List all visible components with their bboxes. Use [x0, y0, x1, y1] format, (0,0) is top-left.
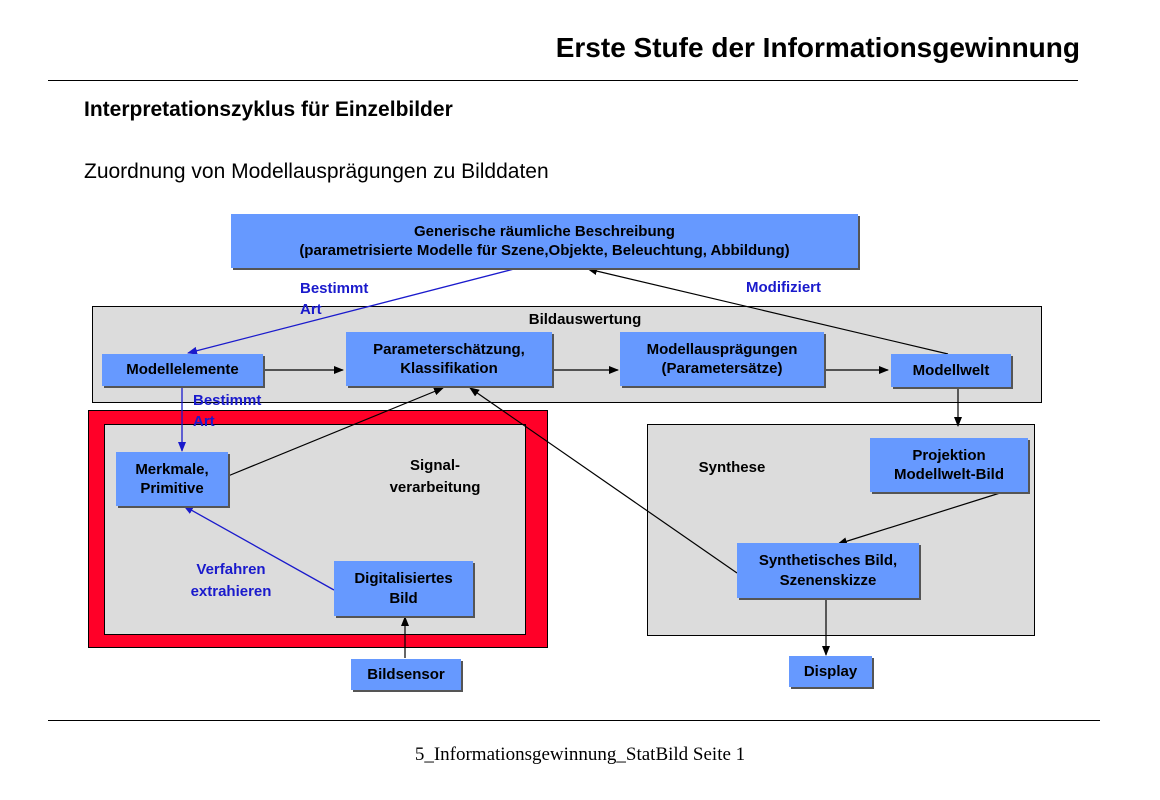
modifiziert-label: Modifiziert [746, 279, 821, 296]
projektion-box: Projektion Modellwelt-Bild [870, 438, 1028, 492]
arrow-modellwelt-to-generic [587, 267, 949, 355]
merkmale-box: Merkmale, Primitive [116, 452, 228, 506]
arrow-merkmale-to-parameter [227, 387, 444, 477]
section-subtitle: Interpretationszyklus für Einzelbilder [84, 98, 453, 121]
footer-divider [48, 720, 1100, 721]
synthetisches-bild-box: Synthetisches Bild, Szenenskizze [737, 543, 919, 598]
bestimmt-art-label-left: Bestimmt Art [193, 392, 262, 430]
arrow-synthetisches-to-parameter [469, 387, 738, 574]
modellelemente-box: Modellelemente [102, 354, 263, 386]
modellauspraegungen-box: Modellausprägungen (Parametersätze) [620, 332, 824, 386]
signal-processing-label: Signal- verarbeitung [389, 457, 481, 496]
arrow-projektion-to-synthetisches [837, 492, 1001, 546]
modellwelt-box: Modellwelt [891, 354, 1011, 387]
synthese-label: Synthese [698, 459, 766, 476]
generic-description-box: Generische räumliche Beschreibung (param… [231, 214, 858, 268]
digitalisiertes-bild-box: Digitalisiertes Bild [334, 561, 473, 616]
display-box: Display [789, 656, 872, 687]
parameterschaetzung-box: Parameterschätzung, Klassifikation [346, 332, 552, 386]
bildsensor-box: Bildsensor [351, 659, 461, 690]
section-subline: Zuordnung von Modellausprägungen zu Bild… [84, 160, 549, 183]
bestimmt-art-label-top: Bestimmt Art [300, 280, 369, 318]
arrow-digitalisiertes-to-merkmale [183, 505, 335, 591]
arrow-generic-to-modellelemente [187, 267, 519, 355]
page-title: Erste Stufe der Informationsgewinnung [555, 32, 1080, 63]
page-footer: 5_Informationsgewinnung_StatBild Seite 1 [414, 744, 746, 765]
bildauswertung-label: Bildauswertung [528, 311, 642, 328]
title-divider [48, 80, 1078, 81]
verfahren-extrahieren-label: Verfahren extrahieren [190, 561, 272, 600]
